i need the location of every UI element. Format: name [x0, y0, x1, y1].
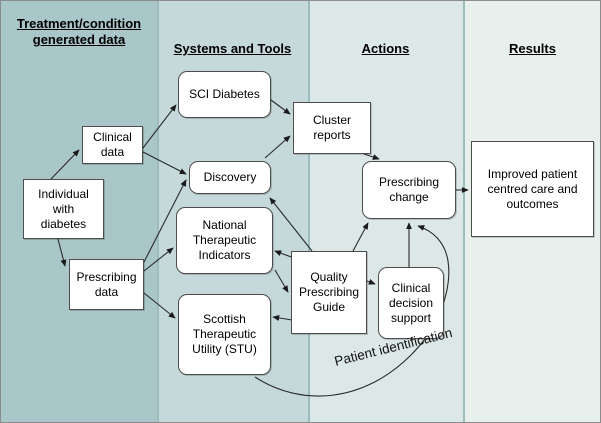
arrow-sci-to-cluster	[270, 99, 291, 115]
header-actions: Actions	[361, 41, 410, 56]
box-prescribing-change: Prescribing change	[362, 161, 456, 219]
box-cluster-reports: Cluster reports	[293, 102, 371, 154]
arrow-prescdata-to-discovery	[143, 179, 187, 263]
arrow-qpg-to-nti	[274, 250, 295, 259]
box-improved-patient-outcomes: Improved patient centred care and outcom…	[471, 141, 594, 237]
header-results: Results	[509, 41, 556, 56]
box-scottish-therapeutic-utility: Scottish Therapeutic Utility (STU)	[178, 294, 271, 375]
arrow-clinical-to-discovery	[142, 151, 187, 175]
box-discovery: Discovery	[189, 161, 271, 194]
arrow-discovery-to-cluster	[264, 135, 291, 159]
arrow-prescdata-to-nti	[143, 247, 174, 272]
arrow-individual-to-prescdata	[57, 238, 67, 267]
box-clinical-data: Clinical data	[82, 126, 143, 164]
box-sci-diabetes: SCI Diabetes	[178, 71, 271, 118]
arrow-individual-to-clinical	[50, 149, 80, 180]
header-treatment-data: Treatment/condition generated data	[16, 16, 142, 47]
arrow-qpg-to-preschange	[352, 222, 369, 252]
header-systems-tools: Systems and Tools	[173, 41, 292, 56]
arrow-prescdata-to-stu	[143, 292, 176, 319]
arrow-clinical-to-sci	[142, 104, 177, 149]
box-national-therapeutic-indicators: National Therapeutic Indicators	[176, 207, 273, 274]
box-prescribing-data: Prescribing data	[69, 259, 144, 310]
arrow-nti-to-qpg	[274, 269, 289, 293]
arrow-cluster-to-preschange	[363, 153, 380, 160]
box-clinical-decision-support: Clinical decision support	[378, 267, 444, 339]
box-individual-with-diabetes: Individual with diabetes	[23, 179, 104, 239]
arrow-qpg-to-discovery	[269, 197, 313, 252]
box-quality-prescribing-guide: Quality Prescribing Guide	[291, 251, 367, 334]
arrow-qpg-to-cds	[366, 279, 376, 285]
arrow-qpg-to-stu	[272, 315, 293, 321]
